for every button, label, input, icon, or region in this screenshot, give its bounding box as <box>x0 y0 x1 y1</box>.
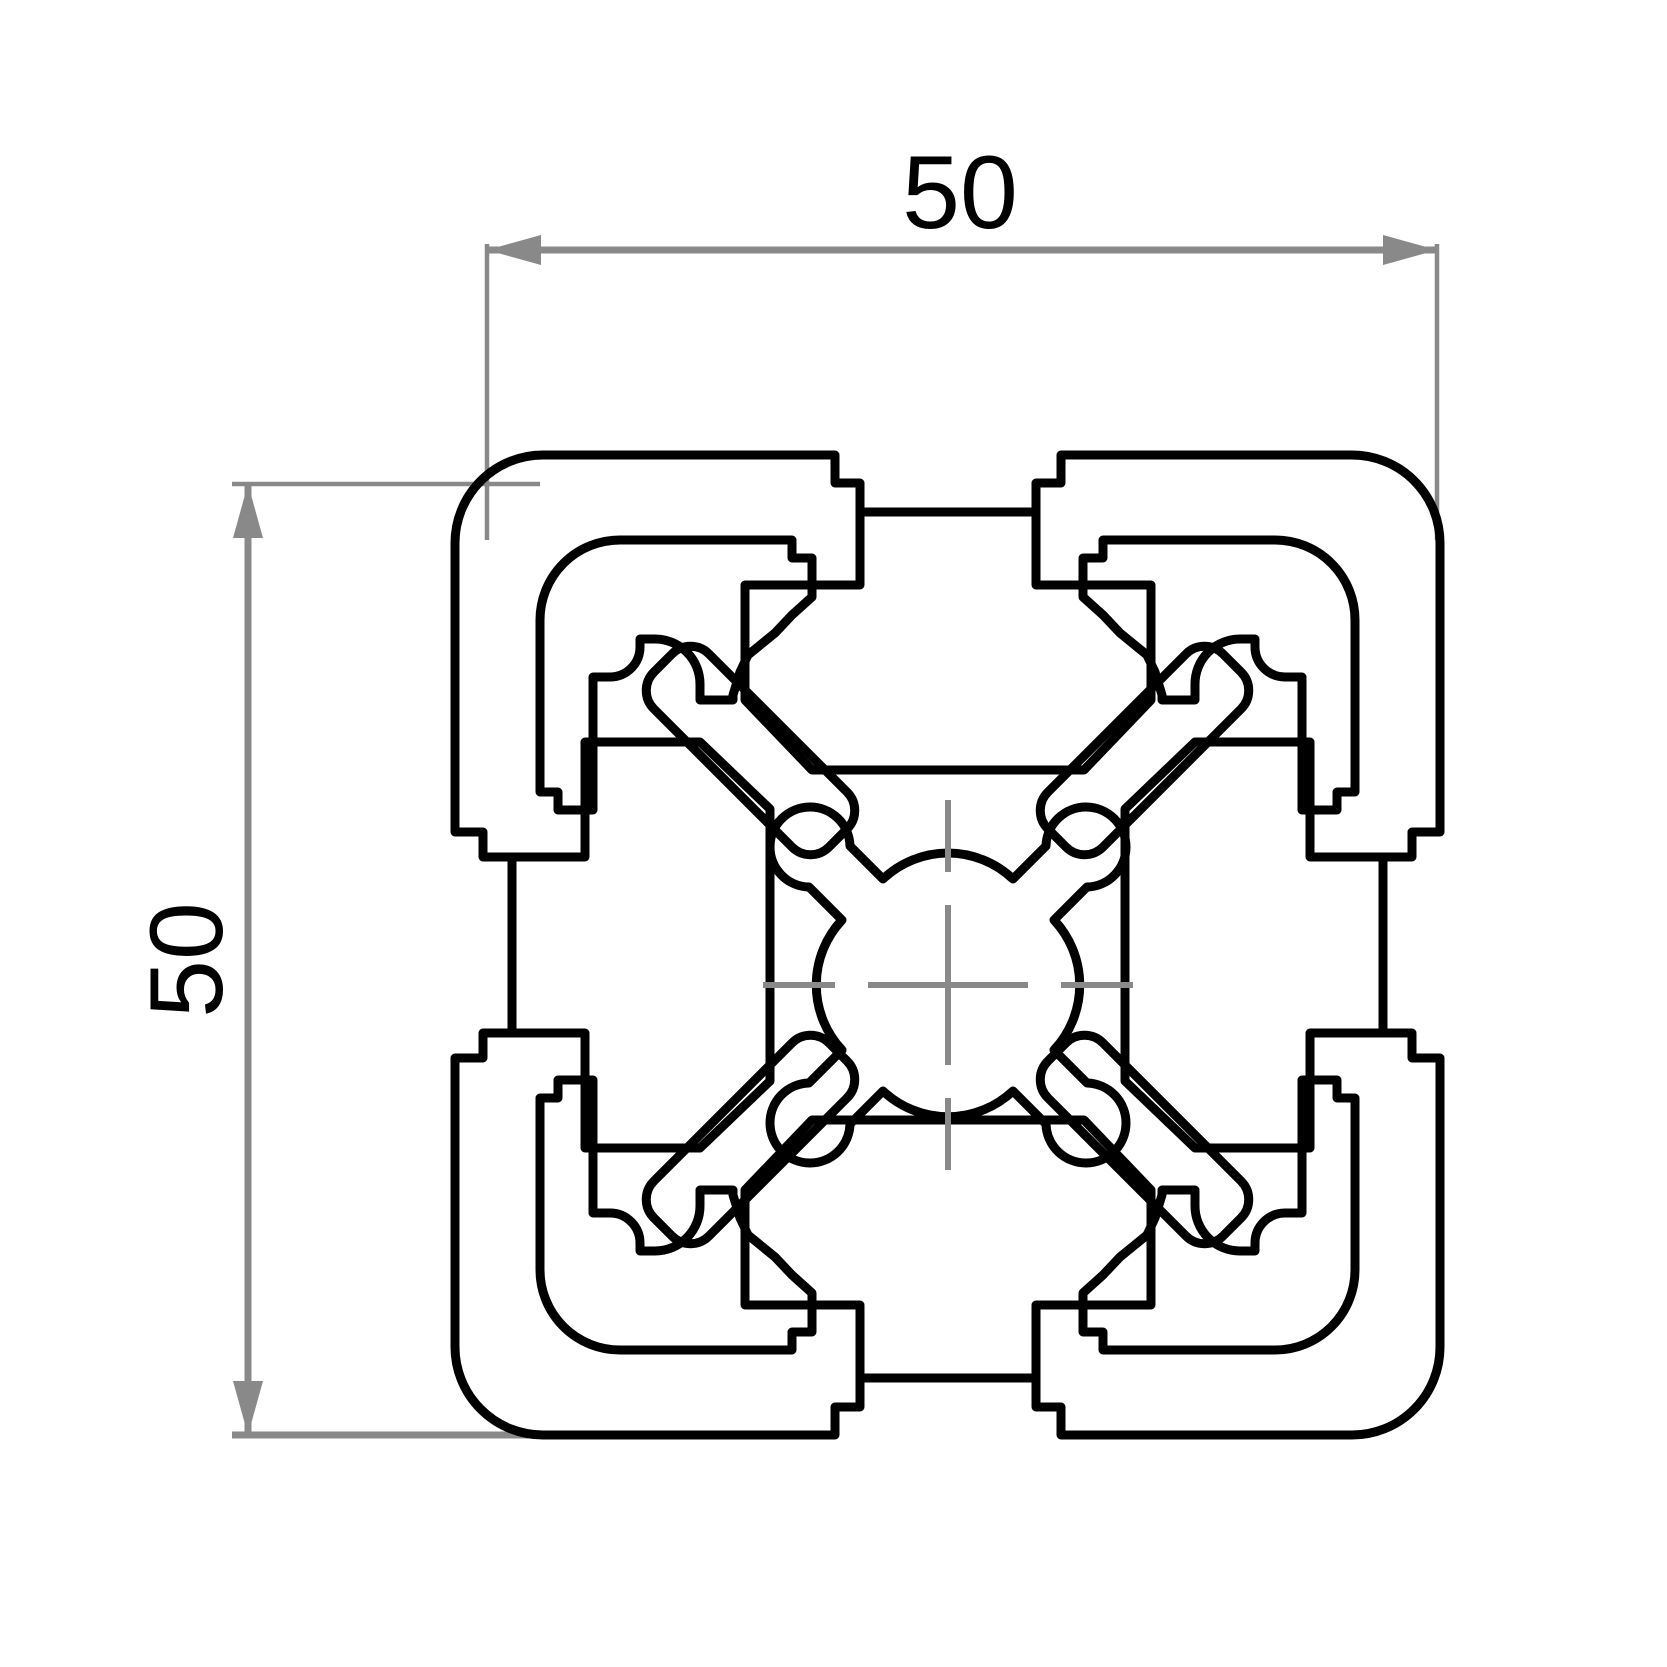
dimension-width-label: 50 <box>902 135 1018 251</box>
corner-cavity-top-right <box>1078 535 1360 815</box>
slot-cavity-left <box>507 737 775 1153</box>
diagonal-rib-top-right <box>1035 641 1254 860</box>
diagonal-rib-bottom-left <box>641 1030 860 1249</box>
slot-cavity-bottom <box>740 1115 1156 1383</box>
dimension-height-label: 50 <box>129 902 245 1018</box>
corner-cavity-bottom-right <box>1078 1075 1360 1355</box>
dimension-height: 50 <box>129 481 560 1439</box>
corner-cavity-top-left <box>535 535 817 815</box>
extrusion-profile <box>450 450 1445 1440</box>
slot-cavity-right <box>1120 737 1388 1153</box>
slot-cavity-top <box>740 507 1156 775</box>
center-tick-marks <box>868 905 1028 1065</box>
corner-cavity-bottom-left <box>535 1075 817 1355</box>
diagonal-rib-bottom-right <box>1035 1030 1254 1249</box>
arrowhead-left <box>487 235 541 265</box>
arrowhead-bottom <box>233 1381 263 1435</box>
arrowhead-right <box>1383 235 1437 265</box>
dimension-width: 50 <box>484 135 1440 540</box>
crosshair-gap-masks <box>835 872 1061 1098</box>
outer-contour <box>450 450 1445 1440</box>
diagonal-rib-top-left <box>641 641 860 860</box>
arrowhead-top <box>233 484 263 538</box>
